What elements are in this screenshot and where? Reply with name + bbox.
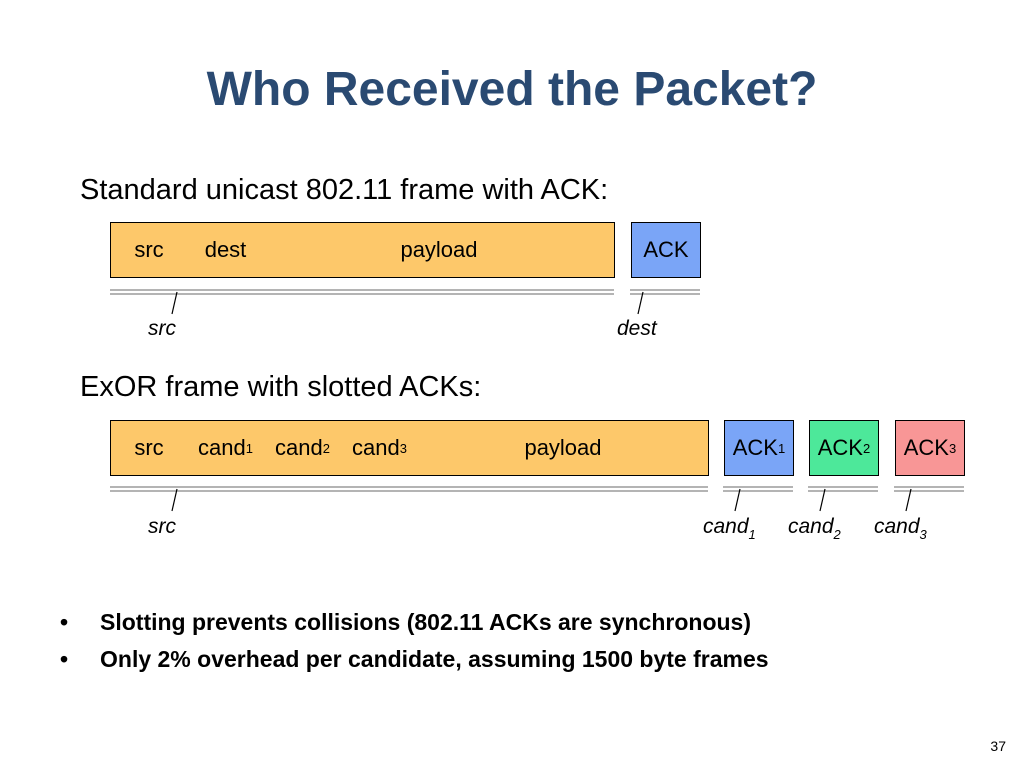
node-label-cand-2: cand2 (788, 515, 841, 542)
bullet-item: • Slotting prevents collisions (802.11 AC… (60, 604, 769, 641)
bullet-item: • Only 2% overhead per candidate, assumin… (60, 641, 769, 678)
ack-text: ACK (903, 435, 949, 460)
node-label-src: src (148, 317, 176, 340)
node-label-dest: dest (617, 317, 657, 340)
ack-frame: ACK (631, 222, 701, 278)
pointer-tick (905, 488, 912, 512)
bullet-list: • Slotting prevents collisions (802.11 AC… (60, 604, 769, 678)
pointer-tick (734, 488, 741, 512)
node-label-cand-1: cand1 (703, 515, 756, 542)
cand-sub: 2 (322, 440, 330, 456)
field-ack: ACK (631, 222, 701, 278)
node-label-cand-3: cand3 (874, 515, 927, 542)
page-title: Who Received the Packet? (206, 63, 818, 116)
field-src: src (110, 420, 188, 476)
unicast-frame: src dest payload (110, 222, 615, 278)
node-label-src: src (148, 515, 176, 538)
ack-sub: 2 (863, 440, 871, 456)
cand-sub: 3 (919, 527, 927, 542)
cand-text: cand (874, 515, 920, 538)
field-payload: payload (418, 420, 709, 476)
ack-text: ACK (732, 435, 778, 460)
cand-sub: 1 (245, 440, 253, 456)
pointer-tick (171, 291, 178, 315)
pointer-tick (637, 291, 644, 315)
cand-text: cand (352, 435, 400, 460)
cand-text: cand (788, 515, 834, 538)
bullet-text: Only 2% overhead per candidate, assuming… (100, 646, 769, 672)
cand-sub: 3 (399, 440, 407, 456)
pointer-tick (171, 488, 178, 512)
cand-text: cand (703, 515, 749, 538)
field-src: src (110, 222, 188, 278)
field-dest: dest (187, 222, 265, 278)
section2-heading: ExOR frame with slotted ACKs: (80, 371, 482, 403)
pointer-tick (819, 488, 826, 512)
bullet-symbol: • (60, 646, 69, 672)
cand-text: cand (198, 435, 246, 460)
ack-sub: 3 (949, 440, 957, 456)
bullet-symbol: • (60, 609, 69, 635)
page-number: 37 (990, 738, 1006, 754)
ack-text: ACK (817, 435, 863, 460)
section1-heading: Standard unicast 802.11 frame with ACK: (80, 174, 609, 206)
ack-sub: 1 (778, 440, 786, 456)
cand-text: cand (275, 435, 323, 460)
field-payload: payload (264, 222, 615, 278)
bullet-text: Slotting prevents collisions (802.11 ACK… (100, 609, 751, 635)
cand-sub: 2 (833, 527, 841, 542)
cand-sub: 1 (748, 527, 756, 542)
